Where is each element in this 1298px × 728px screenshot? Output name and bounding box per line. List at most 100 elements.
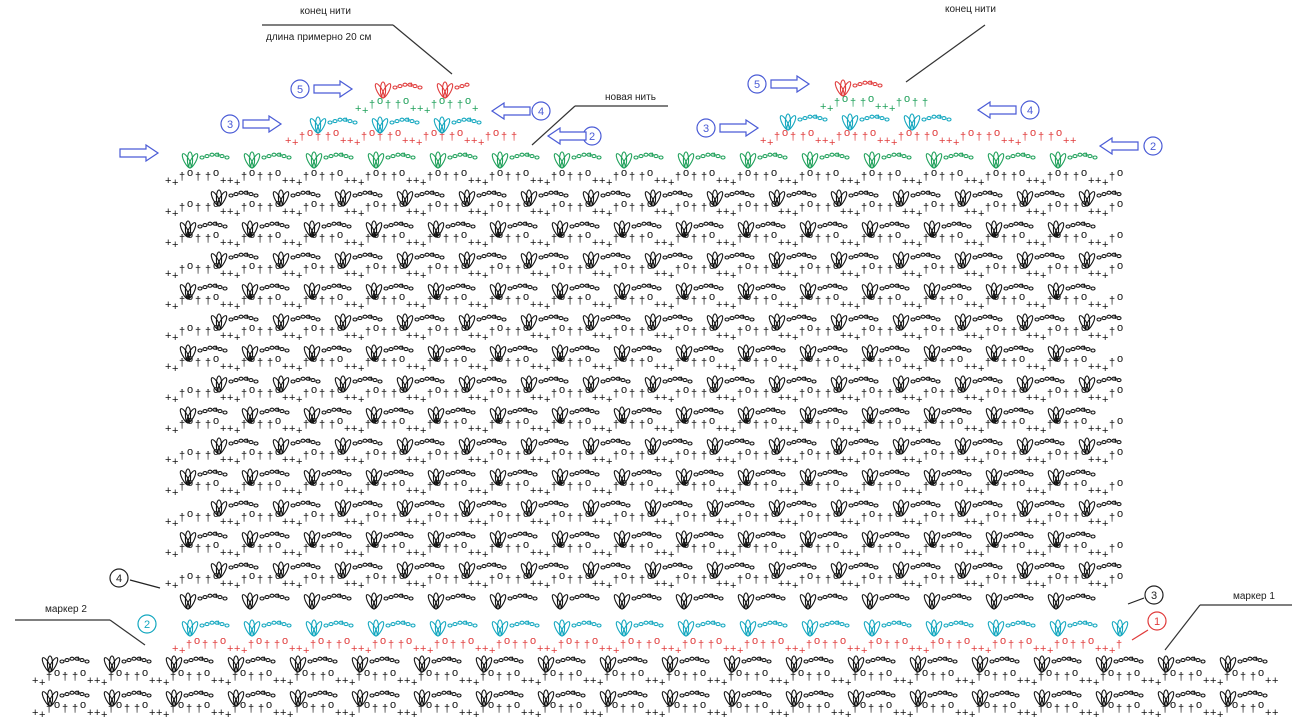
chain-stitch: o bbox=[1019, 198, 1025, 210]
sc-stitch: + bbox=[234, 456, 240, 468]
chain-stitch bbox=[481, 440, 487, 445]
chain-stitch bbox=[667, 254, 673, 259]
sc-stitch: + bbox=[778, 330, 784, 342]
chain-stitch bbox=[491, 252, 497, 257]
dc-stitch: † bbox=[923, 295, 929, 307]
chain-stitch: o bbox=[514, 667, 520, 679]
sc-stitch: + bbox=[648, 343, 653, 353]
dc-stitch: † bbox=[613, 574, 619, 586]
chain-stitch bbox=[419, 378, 425, 383]
chain-stitch bbox=[760, 471, 766, 476]
chain-stitch bbox=[534, 155, 540, 160]
dc-stitch: † bbox=[515, 264, 521, 276]
chain-stitch bbox=[146, 693, 152, 698]
chain-stitch bbox=[672, 190, 678, 195]
sc-stitch: + bbox=[344, 547, 350, 559]
chain-stitch bbox=[937, 690, 943, 695]
sc-stitch: + bbox=[482, 580, 488, 592]
chain-stitch bbox=[565, 656, 571, 661]
sc-stitch: + bbox=[1006, 654, 1011, 664]
dc-stitch: † bbox=[1250, 671, 1256, 683]
chain-stitch bbox=[822, 471, 828, 476]
dc-stitch: † bbox=[825, 326, 831, 338]
dc-stitch: † bbox=[1047, 419, 1053, 431]
chain-stitch: o bbox=[435, 539, 441, 551]
chain-stitch bbox=[817, 596, 823, 601]
shell-loop bbox=[341, 315, 352, 331]
shell-loop bbox=[1023, 253, 1034, 269]
chain-stitch bbox=[1065, 286, 1071, 291]
chain-stitch bbox=[284, 534, 290, 539]
chain-stitch bbox=[326, 347, 332, 352]
dc-stitch: † bbox=[930, 671, 936, 683]
chain-stitch bbox=[569, 224, 575, 229]
chain-stitch bbox=[1085, 223, 1091, 228]
sc-stitch: + bbox=[462, 405, 467, 415]
sc-stitch: + bbox=[909, 485, 915, 497]
dc-stitch: † bbox=[939, 512, 945, 524]
chain-stitch: o bbox=[559, 446, 565, 458]
chain-stitch: o bbox=[311, 539, 317, 551]
chain-stitch bbox=[863, 252, 869, 257]
dc-stitch: † bbox=[310, 671, 316, 683]
dc-stitch: † bbox=[577, 388, 583, 400]
chain-stitch: o bbox=[399, 229, 405, 241]
chain-stitch bbox=[801, 252, 807, 257]
sc-stitch: + bbox=[1102, 643, 1108, 655]
chain-stitch: o bbox=[559, 167, 565, 179]
chain-stitch bbox=[705, 152, 711, 157]
chain-stitch bbox=[517, 469, 523, 474]
chain-stitch: o bbox=[373, 198, 379, 210]
dc-stitch: † bbox=[489, 326, 495, 338]
chain-stitch bbox=[780, 410, 786, 415]
chain-stitch bbox=[808, 658, 814, 663]
dc-stitch: † bbox=[887, 202, 893, 214]
sc-stitch: + bbox=[234, 394, 240, 406]
chain-stitch: o bbox=[833, 384, 839, 396]
sc-stitch: + bbox=[413, 361, 419, 373]
dc-stitch: † bbox=[763, 543, 769, 555]
dc-stitch: † bbox=[825, 388, 831, 400]
chain-stitch: o bbox=[461, 539, 467, 551]
dc-stitch: † bbox=[861, 357, 867, 369]
dc-stitch: † bbox=[391, 419, 397, 431]
shell-loop bbox=[786, 115, 797, 131]
chain-stitch: o bbox=[373, 539, 379, 551]
chain-stitch bbox=[207, 221, 213, 226]
chain-stitch bbox=[417, 85, 423, 90]
chain-stitch bbox=[259, 286, 265, 291]
chain-stitch: o bbox=[1117, 446, 1123, 458]
chain-stitch: o bbox=[931, 446, 937, 458]
sc-stitch: + bbox=[475, 392, 481, 404]
chain-stitch: o bbox=[187, 353, 193, 365]
chain-stitch bbox=[760, 595, 766, 600]
dc-stitch: † bbox=[629, 481, 635, 493]
shell-loop bbox=[527, 315, 538, 331]
chain-stitch: o bbox=[1081, 167, 1087, 179]
sc-stitch: + bbox=[778, 547, 784, 559]
chain-stitch bbox=[276, 152, 282, 157]
sc-stitch: + bbox=[971, 361, 977, 373]
sc-stitch: + bbox=[668, 456, 674, 468]
chain-stitch bbox=[388, 533, 394, 538]
sc-stitch: + bbox=[493, 188, 498, 198]
dc-stitch: † bbox=[1001, 512, 1007, 524]
chain-stitch bbox=[264, 347, 270, 352]
sc-stitch: + bbox=[431, 374, 436, 384]
shell-loop bbox=[806, 222, 817, 238]
chain-stitch bbox=[563, 193, 569, 198]
dc-stitch: † bbox=[861, 481, 867, 493]
dc-stitch: † bbox=[248, 639, 254, 651]
sc-stitch: + bbox=[909, 643, 915, 655]
dc-stitch: † bbox=[1047, 543, 1053, 555]
dc-stitch: † bbox=[923, 202, 929, 214]
dc-stitch: † bbox=[515, 481, 521, 493]
chain-stitch bbox=[915, 192, 921, 197]
chain-stitch bbox=[828, 693, 834, 698]
chain-stitch bbox=[372, 316, 378, 321]
sc-stitch: + bbox=[902, 268, 908, 280]
chain-stitch bbox=[1028, 348, 1034, 353]
sc-stitch: + bbox=[854, 332, 860, 344]
dc-stitch: † bbox=[489, 202, 495, 214]
chain-stitch bbox=[439, 441, 445, 446]
